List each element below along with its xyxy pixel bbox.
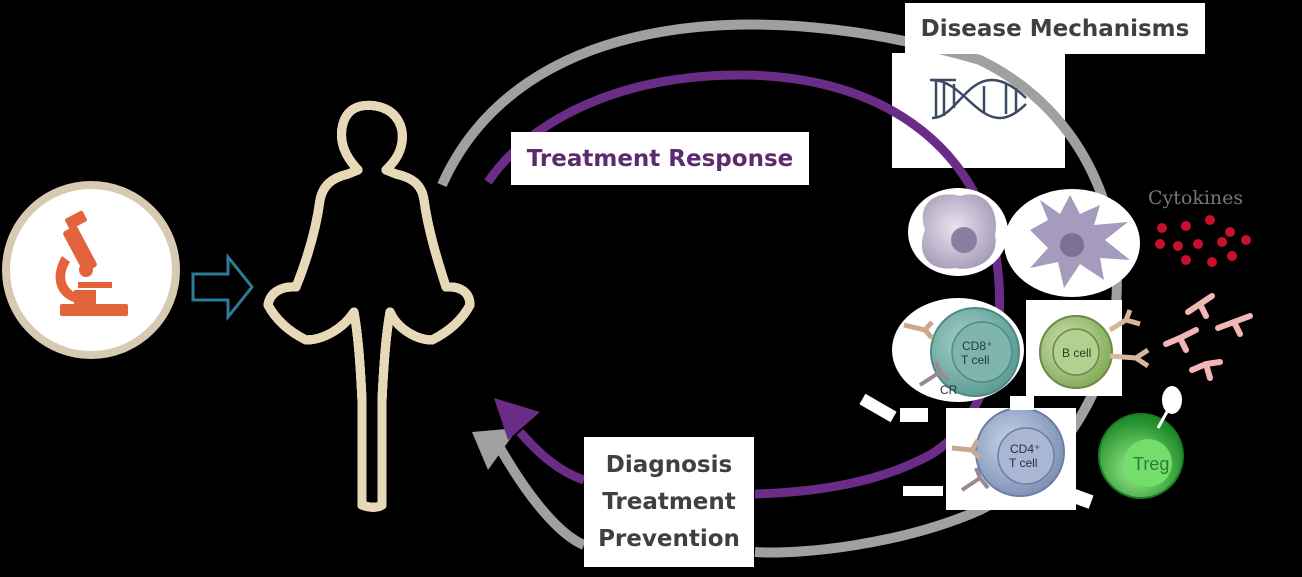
disease-mechanisms-label: Disease Mechanisms bbox=[905, 3, 1205, 54]
inner-arrowhead bbox=[494, 398, 540, 440]
treatment-response-label: Treatment Response bbox=[511, 132, 809, 185]
microscope-icon bbox=[55, 210, 128, 316]
immune-cells-panel: CD8⁺ T cell CR B cell CD4⁺ T cell Treg bbox=[859, 188, 1184, 510]
treatment-response-text: Treatment Response bbox=[526, 145, 794, 172]
b-cell-label: B cell bbox=[1062, 346, 1091, 360]
treatment-text: Treatment bbox=[602, 488, 736, 515]
dna-icon bbox=[930, 78, 1027, 120]
outcomes-label: Diagnosis Treatment Prevention bbox=[584, 437, 754, 567]
tcr-fragment-label: CR bbox=[940, 383, 958, 397]
outer-cycle-arrow bbox=[437, 19, 1122, 558]
cd8-label-2: T cell bbox=[961, 353, 989, 367]
diagnosis-text: Diagnosis bbox=[605, 451, 733, 478]
treg-label: Treg bbox=[1133, 454, 1169, 474]
outer-arrowhead bbox=[472, 428, 518, 470]
right-arrow-icon bbox=[191, 252, 254, 322]
prevention-text: Prevention bbox=[598, 525, 740, 552]
disease-mechanisms-text: Disease Mechanisms bbox=[920, 15, 1190, 42]
antibody-icons bbox=[1163, 293, 1253, 381]
cd4-label-2: T cell bbox=[1009, 456, 1037, 470]
cytokine-dots bbox=[1155, 215, 1251, 267]
cytokines-label: Cytokines bbox=[1148, 187, 1244, 209]
cd8-label: CD8⁺ bbox=[962, 339, 992, 353]
dna-panel bbox=[892, 53, 1065, 168]
cd4-label: CD4⁺ bbox=[1010, 442, 1040, 456]
human-body-icon bbox=[263, 105, 475, 507]
